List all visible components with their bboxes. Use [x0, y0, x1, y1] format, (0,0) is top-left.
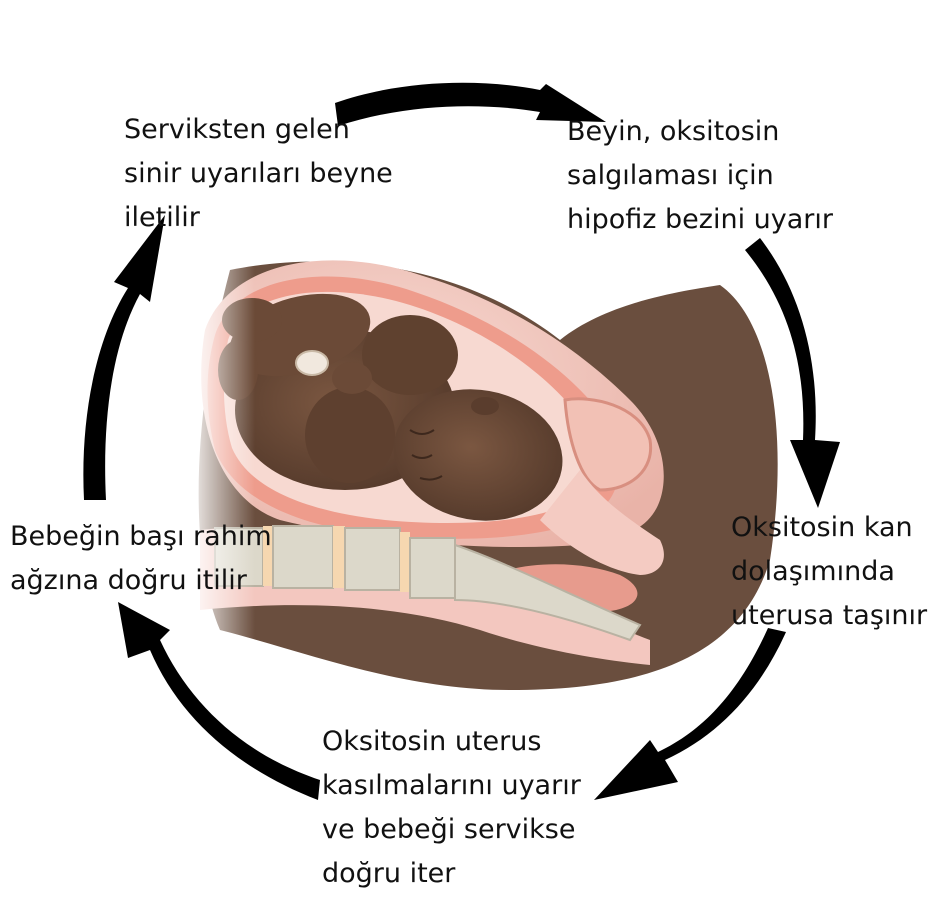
disc-3 — [400, 532, 410, 592]
step-label-head-pushed: Bebeğin başı rahim ağzına doğru itilir — [10, 515, 272, 603]
arrow-bottom-left — [118, 602, 320, 800]
step-label-brain-stimulates: Beyin, oksitosin salgılaması için hipofi… — [567, 110, 833, 242]
step-3-line-3: uterusa taşınır — [731, 600, 928, 631]
step-1-line-1: Serviksten gelen — [124, 114, 350, 145]
step-2-line-1: Beyin, oksitosin — [567, 116, 780, 147]
sacrum — [454, 543, 642, 642]
step-1-line-3: iletilir — [124, 202, 200, 233]
step-3-line-2: dolaşımında — [731, 556, 895, 587]
step-5-line-2: ağzına doğru itilir — [10, 565, 247, 596]
step-5-line-1: Bebeğin başı rahim — [10, 521, 272, 552]
step-4-line-3: ve bebeği servikse — [322, 814, 576, 845]
body-cross-section — [185, 240, 778, 700]
step-4-line-1: Oksitosin uterus — [322, 726, 542, 757]
step-1-line-2: sinir uyarıları beyne — [124, 158, 393, 189]
step-label-oxytocin-blood: Oksitosin kan dolaşımında uterusa taşını… — [731, 506, 927, 638]
arrow-top — [335, 82, 606, 126]
step-2-line-2: salgılaması için — [567, 160, 774, 191]
arrow-right-lower — [594, 628, 786, 800]
step-4-line-2: kasılmalarını uyarır — [322, 770, 581, 801]
fetus-face-lines — [409, 429, 443, 481]
cycle-arrows — [83, 82, 840, 800]
vertebra-4 — [409, 537, 456, 599]
left-fade — [185, 240, 385, 700]
cervix-canal — [540, 470, 664, 575]
arrow-left — [83, 215, 165, 500]
step-3-line-1: Oksitosin kan — [731, 512, 913, 543]
step-label-contractions: Oksitosin uterus kasılmalarını uyarır ve… — [322, 720, 581, 896]
fetus-thigh — [362, 315, 458, 395]
step-2-line-3: hipofiz bezini uyarır — [567, 204, 833, 235]
arrow-right-upper — [745, 238, 840, 508]
bladder — [563, 397, 653, 492]
step-4-line-4: doğru iter — [322, 858, 456, 889]
fetus-ear — [471, 397, 499, 415]
fetus-head — [393, 389, 563, 521]
step-label-nerve-impulses: Serviksten gelen sinir uyarıları beyne i… — [124, 108, 393, 240]
